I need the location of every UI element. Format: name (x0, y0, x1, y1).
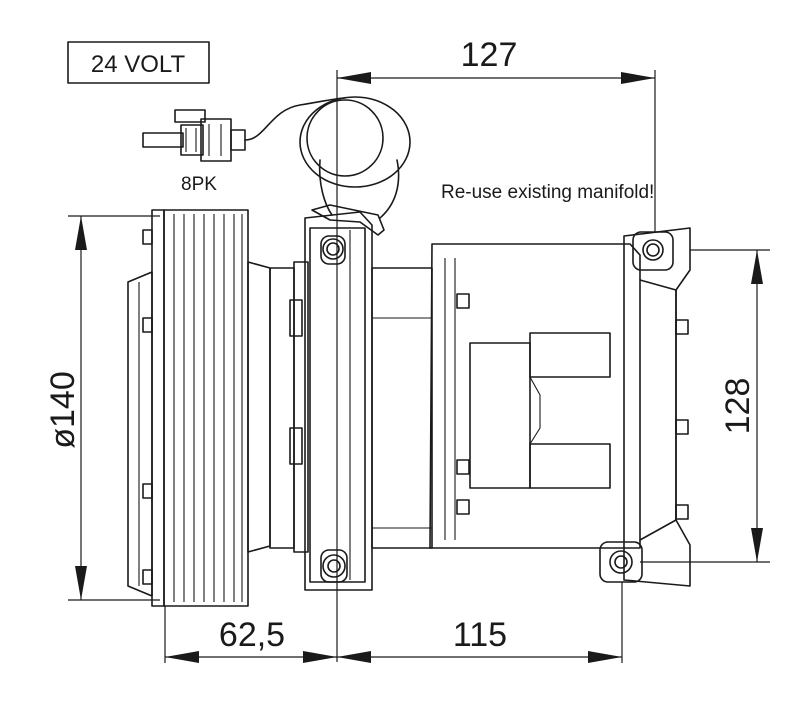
connector-plug (142, 109, 246, 162)
dimension-bottom: 62,5 115 (164, 582, 623, 663)
manifold-note: Re-use existing manifold! (441, 182, 654, 203)
dimension-128: 128 (640, 249, 770, 563)
compressor-body (371, 227, 691, 587)
voltage-box: 24 VOLT (67, 41, 210, 84)
front-flange (269, 204, 385, 591)
dim-top-width: 127 (461, 36, 518, 74)
dim-bottom-right: 115 (453, 616, 507, 654)
cable-coil (244, 96, 411, 219)
dim-diameter: ø140 (44, 371, 82, 449)
dimension-127: 127 (336, 36, 656, 662)
connector-label: 8PK (181, 174, 217, 195)
voltage-label: 24 VOLT (91, 51, 186, 78)
pulley (127, 209, 271, 607)
dimension-diameter: ø140 (44, 215, 160, 601)
dim-height-right: 128 (719, 378, 757, 435)
dim-bottom-left: 62,5 (219, 616, 285, 654)
